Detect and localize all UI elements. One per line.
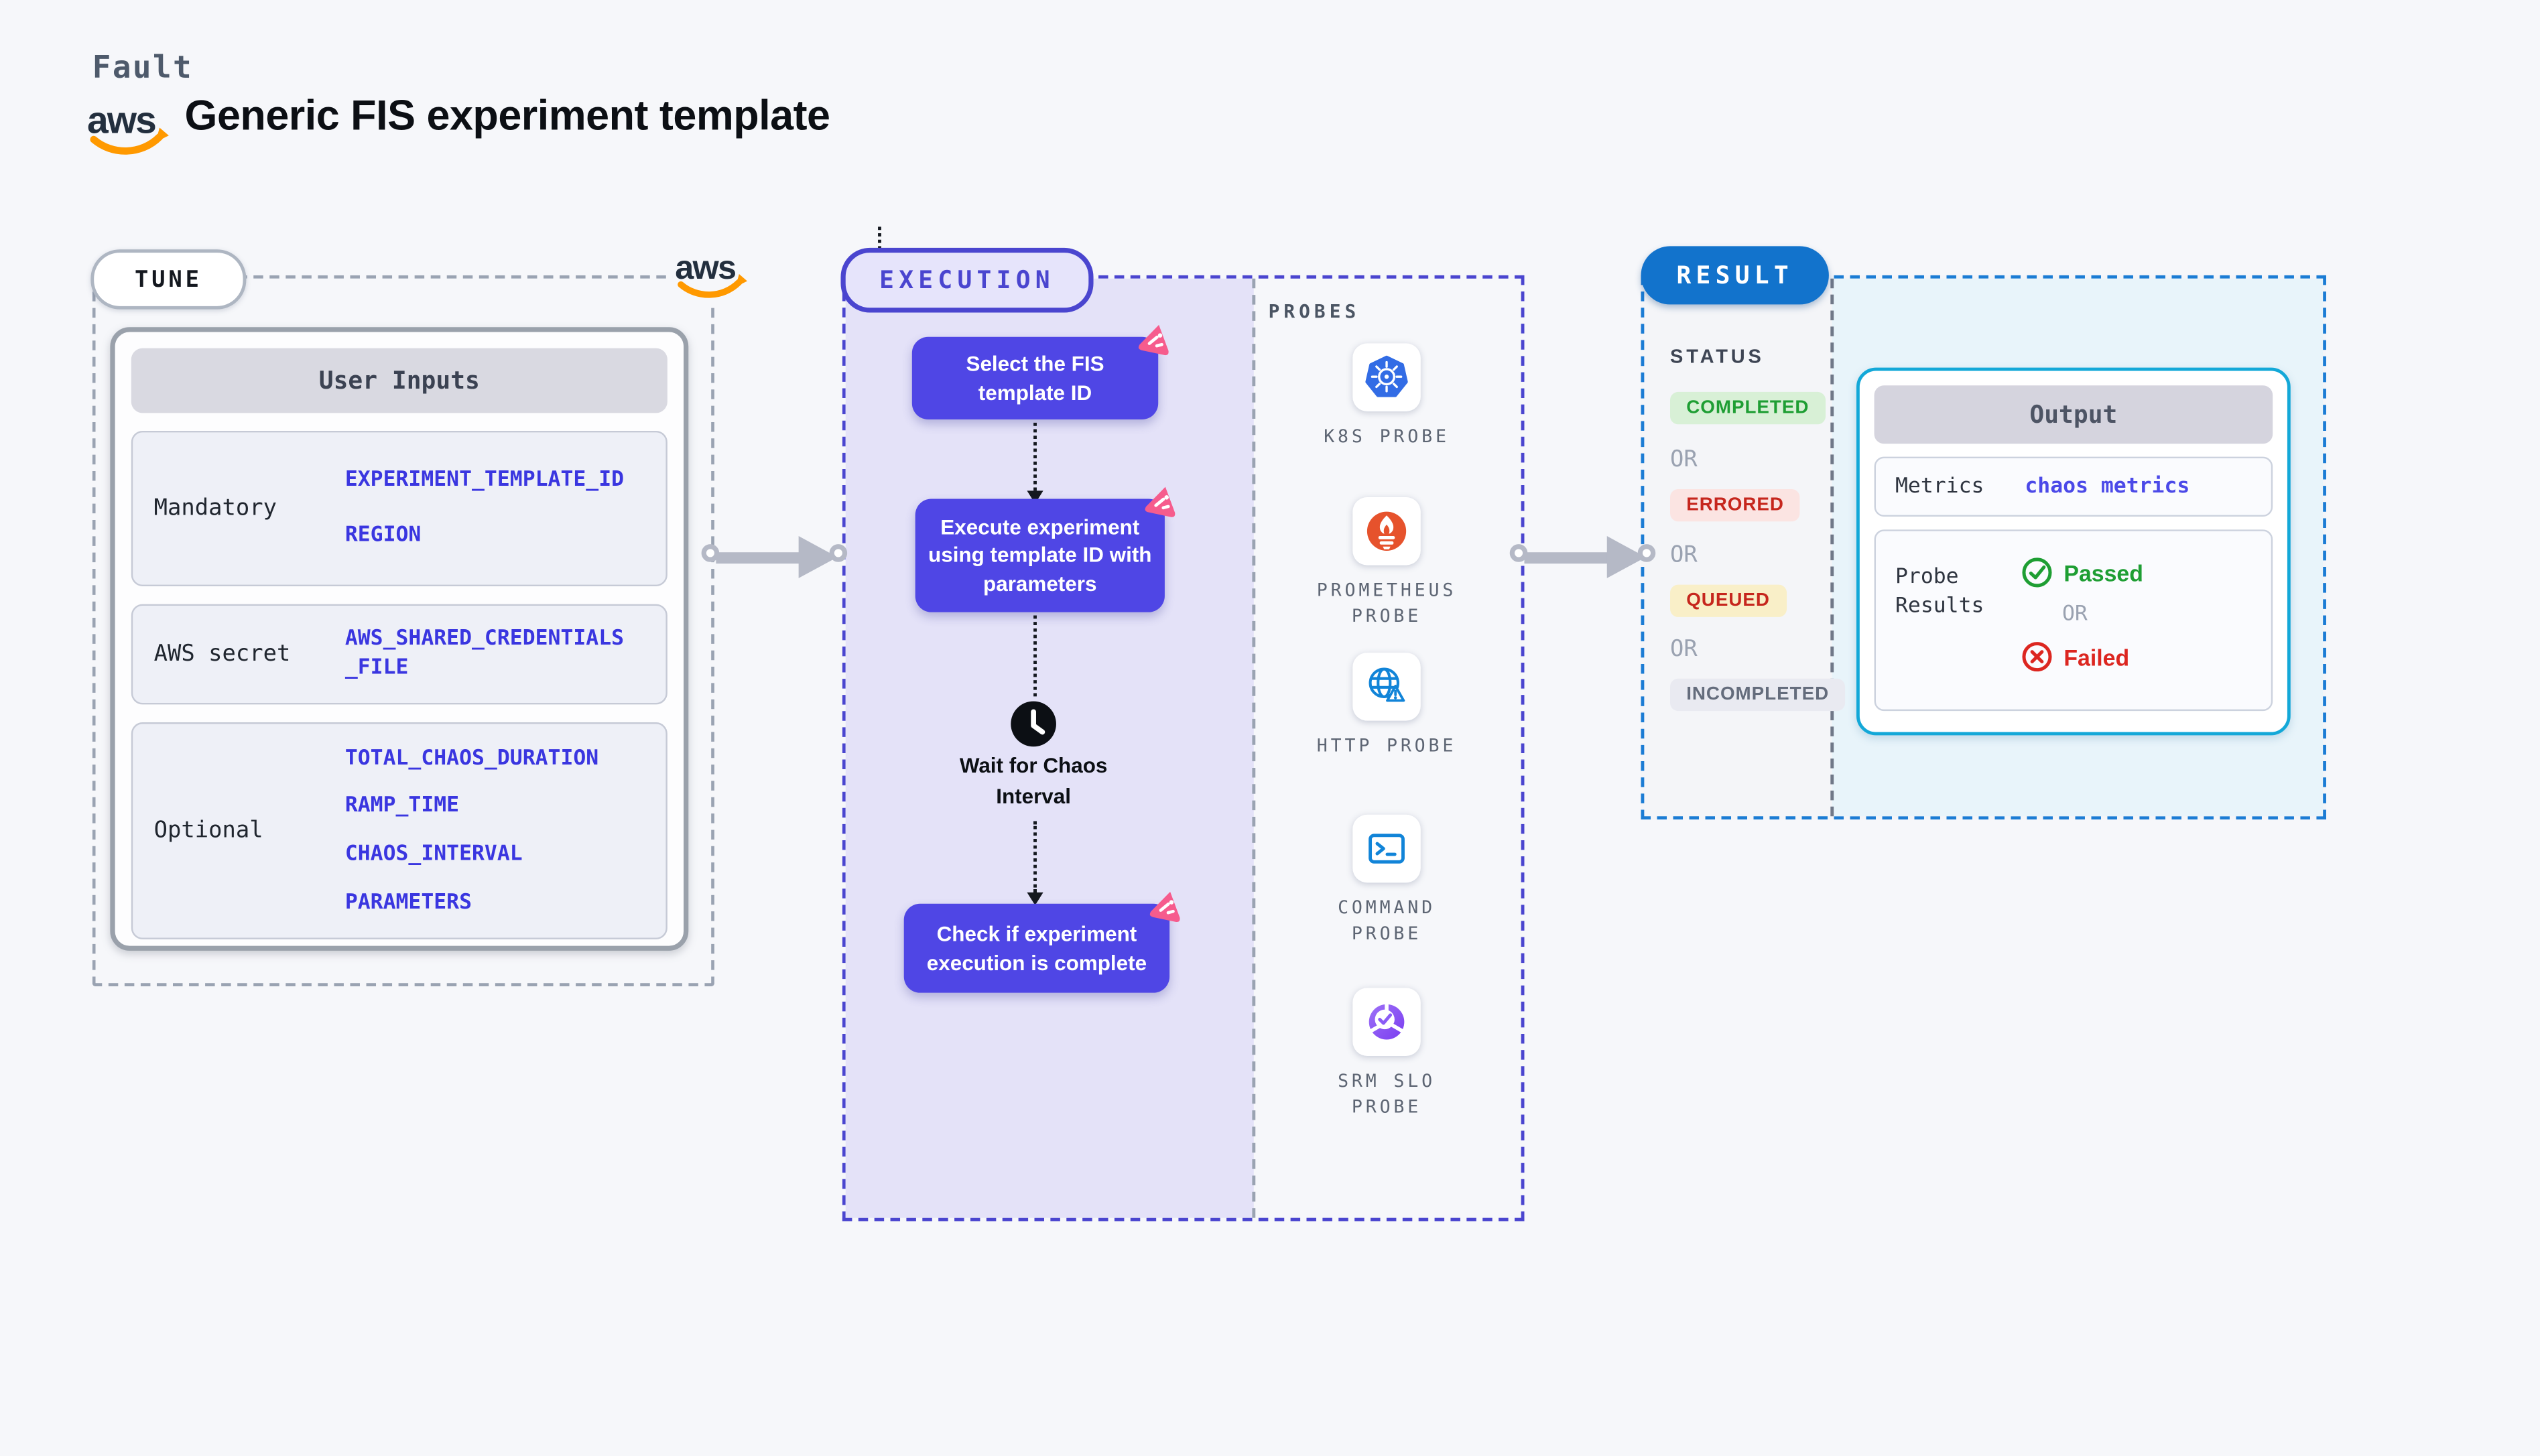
row-label: AWS secret	[153, 641, 291, 667]
probe-label: COMMAND PROBE	[1338, 897, 1436, 945]
srm-slo-probe-card	[1352, 988, 1421, 1056]
failed-line: Failed	[2022, 641, 2271, 672]
metrics-row: Metrics chaos metrics	[1874, 456, 2273, 517]
x-circle-icon	[2022, 642, 2052, 672]
output-table: Output Metrics chaos metrics Probe Resul…	[1856, 367, 2291, 736]
passed-line: Passed	[2022, 557, 2271, 588]
input-variable: CHAOS_INTERVAL	[344, 842, 523, 867]
clock-icon	[1011, 701, 1056, 747]
wait-step-label: Wait for Chaos Interval	[959, 752, 1108, 808]
aws-smile-icon	[678, 278, 743, 297]
slo-donut-icon	[1369, 1002, 1405, 1040]
status-badge-errored: ERRORED	[1670, 488, 1801, 522]
input-variable: AWS_SHARED_CREDENTIALS_FILE	[344, 627, 625, 681]
kubernetes-icon	[1365, 355, 1408, 397]
execution-top-connector	[878, 226, 881, 250]
prometheus-icon	[1367, 511, 1407, 551]
step-execute-experiment: Execute experiment using template ID wit…	[915, 486, 1176, 612]
probe-results-label: Probe Results	[1895, 565, 1984, 619]
check-circle-icon	[2022, 557, 2052, 588]
probe-label: K8S PROBE	[1324, 425, 1450, 448]
metrics-value: chaos metrics	[2025, 474, 2190, 499]
probes-column-label: PROBES	[1268, 300, 1360, 323]
probe-results-row: Probe Results Passed OR Faile	[1874, 529, 2273, 712]
or-separator: OR	[1670, 636, 1698, 663]
status-badge-completed: COMPLETED	[1670, 391, 1826, 425]
aws-logo: aws	[87, 98, 169, 155]
table-row-mandatory: Mandatory EXPERIMENT_TEMPLATE_ID REGION	[131, 430, 668, 586]
connector-arrow	[1027, 422, 1043, 504]
svg-text:aws: aws	[675, 247, 735, 285]
aws-logo-small: aws	[672, 236, 751, 308]
step-check-complete: Check if experiment execution is complet…	[903, 891, 1180, 993]
connector-arrow	[1027, 821, 1043, 906]
aws-smile-icon	[90, 133, 164, 155]
command-probe-card	[1352, 814, 1421, 883]
tune-label-text: TUNE	[134, 266, 202, 293]
user-inputs-header: User Inputs	[131, 348, 668, 413]
status-badge-queued: QUEUED	[1670, 584, 1787, 617]
globe-warning-icon	[1369, 667, 1405, 702]
terminal-icon	[1369, 834, 1405, 864]
status-column-label: STATUS	[1670, 344, 1765, 368]
arrow-execution-to-result-icon	[1509, 536, 1656, 578]
input-variable: REGION	[344, 523, 422, 547]
probes-divider	[1252, 278, 1256, 1218]
metrics-label: Metrics	[1895, 474, 1984, 499]
table-row-optional: Optional TOTAL_CHAOS_DURATION RAMP_TIME …	[131, 722, 668, 939]
result-label-text: RESULT	[1676, 261, 1793, 290]
connector-line	[1033, 615, 1037, 697]
execution-section-label: EXECUTION	[840, 247, 1094, 313]
table-row-aws-secret: AWS secret AWS_SHARED_CREDENTIALS_FILE	[131, 604, 668, 705]
input-variable: RAMP_TIME	[344, 794, 460, 819]
result-divider	[1830, 278, 1834, 817]
execution-section	[842, 275, 1525, 1221]
input-variable: EXPERIMENT_TEMPLATE_ID	[344, 468, 625, 493]
failed-label: Failed	[2063, 643, 2130, 670]
arrow-tune-to-execution-icon	[701, 536, 848, 578]
http-probe-card	[1352, 653, 1421, 721]
tune-section-label: TUNE	[90, 249, 247, 310]
row-label: Mandatory	[153, 495, 277, 522]
probe-label: HTTP PROBE	[1316, 735, 1457, 756]
or-separator: OR	[1670, 542, 1698, 569]
execution-label-text: EXECUTION	[879, 265, 1055, 295]
result-section-label: RESULT	[1641, 246, 1829, 305]
user-inputs-table: User Inputs Mandatory EXPERIMENT_TEMPLAT…	[110, 327, 689, 951]
chaos-badge-icon	[1145, 486, 1176, 517]
probe-label: SRM SLO PROBE	[1338, 1070, 1436, 1118]
input-variable: PARAMETERS	[344, 890, 472, 915]
chaos-badge-icon	[1149, 891, 1180, 923]
prometheus-probe-card	[1352, 497, 1421, 566]
probe-label: PROMETHEUS PROBE	[1316, 580, 1457, 627]
status-badge-incompleted: INCOMPLETED	[1670, 678, 1846, 712]
or-separator: OR	[2061, 602, 2088, 627]
brand-label: Fault	[92, 50, 194, 86]
row-label: Optional	[153, 817, 263, 844]
passed-label: Passed	[2063, 559, 2143, 586]
page-title: Generic FIS experiment template	[184, 90, 830, 139]
tune-section	[92, 275, 714, 987]
input-variable: TOTAL_CHAOS_DURATION	[344, 746, 599, 771]
k8s-probe-card	[1352, 343, 1421, 411]
or-separator: OR	[1670, 447, 1698, 473]
step-select-template: Select the FIS template ID	[911, 324, 1169, 420]
output-header: Output	[1874, 385, 2273, 444]
chaos-badge-icon	[1138, 324, 1169, 356]
aws-logo-text: aws	[87, 98, 155, 141]
